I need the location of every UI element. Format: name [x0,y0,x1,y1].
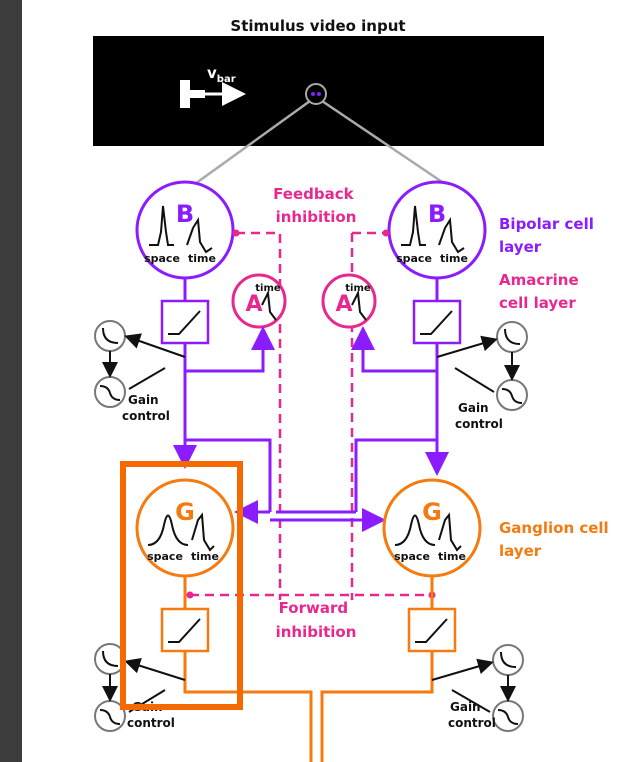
svg-text:A: A [335,292,352,317]
svg-text:time: time [191,550,219,563]
svg-text:B: B [176,200,194,228]
forward-synapse-left [186,591,194,599]
bipolar-cell-right: B space time [387,180,487,280]
projection-line-right [321,99,461,196]
svg-text:time: time [438,550,466,563]
svg-text:G: G [175,498,195,526]
svg-text:space: space [394,550,430,563]
bipolar-output-paths [173,332,449,532]
ganglion-nonlinearity-right [407,607,457,653]
bipolar-layer-label: Bipolar cell layer [499,215,599,256]
gain-control-label-gr: Gain control [448,700,496,730]
moving-bar-icon [180,80,246,108]
svg-text:time: time [255,283,281,294]
bipolar-nonlinearity-left [160,299,210,345]
ganglion-output-paths [183,651,434,762]
svg-text:space: space [147,550,183,563]
feedback-inhibition-label: Feedback inhibition [273,185,359,226]
bipolar-cell-left: B space time [135,180,235,280]
retina-circuit-diagram: Stimulus video input vbar B space time B… [93,17,614,762]
ganglion-nonlinearity-left [160,607,210,653]
feedback-synapse-right [382,229,390,237]
svg-text:time: time [188,252,216,265]
diagram-title: Stimulus video input [230,17,405,35]
ganglion-cell-right: G space time [382,478,482,578]
ganglion-cell-left: G space time [135,478,235,578]
svg-text:time: time [440,252,468,265]
svg-text:B: B [428,200,446,228]
stimulus-panel [93,36,544,146]
receptive-field-marker [305,83,327,105]
receptive-field-dot-right [317,92,321,96]
receptive-field-dot-left [311,92,315,96]
svg-text:G: G [422,498,442,526]
highlight-box [120,461,243,710]
svg-text:time: time [345,283,371,294]
svg-text:space: space [396,252,432,265]
gain-control-label-bl: Gain control [122,393,170,423]
feedback-synapse-left [232,229,240,237]
gain-control-label-br: Gain control [455,401,503,431]
svg-text:space: space [144,252,180,265]
velocity-label: vbar [207,64,236,85]
amacrine-cell-right: A time [321,273,377,329]
gain-control-ganglion-left [94,643,186,732]
gain-control-ganglion-right [431,644,524,732]
amacrine-cell-left: A time [231,273,287,329]
projection-line-left [180,99,311,196]
gain-control-bipolar-right [436,321,528,411]
diagram-canvas: Stimulus video input vbar B space time B… [22,0,629,762]
svg-text:A: A [245,292,262,317]
gain-control-bipolar-left [94,320,186,408]
forward-inhibition-label: Forward inhibition [276,599,357,641]
bipolar-nonlinearity-right [412,299,462,345]
ganglion-layer-label: Ganglion cell layer [499,519,614,560]
amacrine-layer-label: Amacrine cell layer [499,271,584,312]
